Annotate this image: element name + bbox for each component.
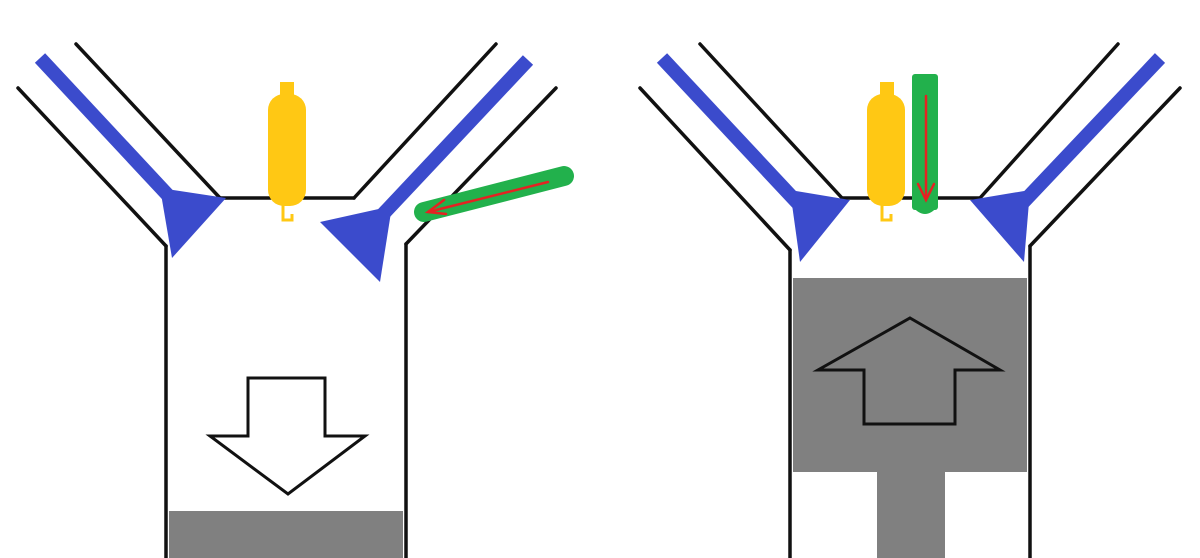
upward-arrow — [812, 316, 1006, 426]
downward-arrow — [205, 376, 370, 496]
left-piston — [169, 511, 403, 558]
right-engine-panel — [638, 42, 1182, 558]
left-engine-panel — [16, 42, 574, 558]
left-fuel-injector — [414, 166, 574, 222]
left-exhaust-valve — [320, 55, 534, 282]
right-intake-valve — [656, 53, 850, 262]
left-intake-valve — [34, 53, 226, 258]
left-spray-arrow — [424, 180, 550, 216]
left-spark-plug — [268, 82, 306, 222]
right-exhaust-valve — [970, 53, 1166, 262]
right-fuel-injector — [912, 74, 938, 214]
right-spray-arrow — [916, 94, 936, 203]
right-connecting-rod — [877, 470, 945, 558]
right-spark-plug — [867, 82, 905, 222]
right-cylinder-outline — [638, 42, 1182, 558]
